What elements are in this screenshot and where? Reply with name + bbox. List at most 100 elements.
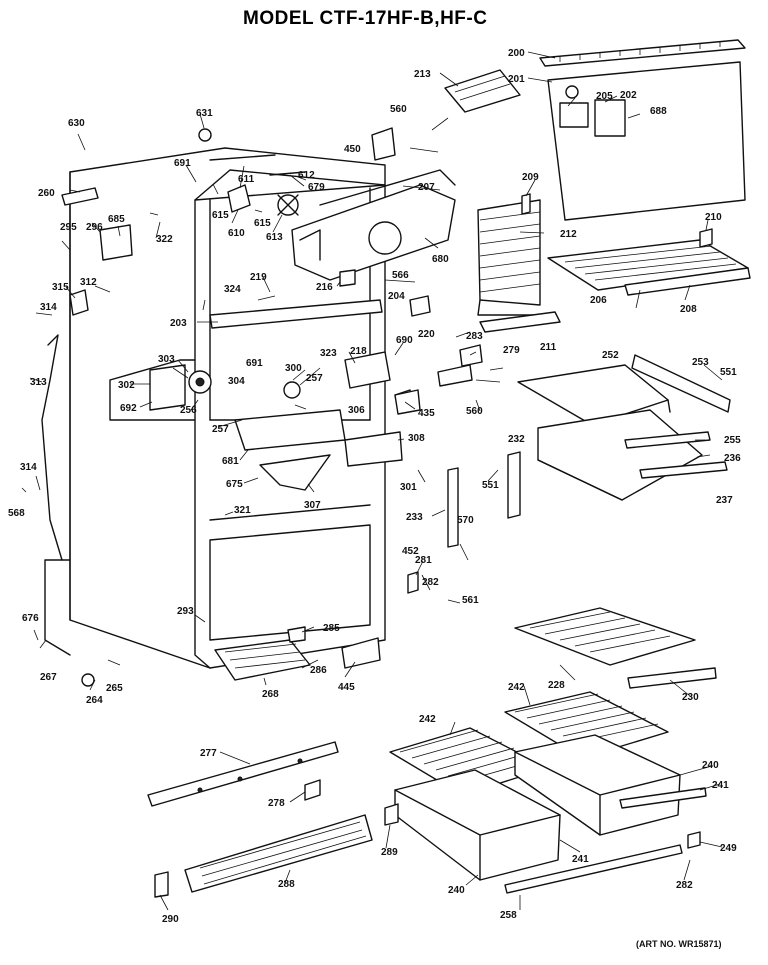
- callout-233: 233: [406, 512, 423, 523]
- callout-242-a: 242: [419, 714, 436, 725]
- callout-551-b: 551: [482, 480, 499, 491]
- callout-219: 219: [250, 272, 267, 283]
- light-shield: [444, 69, 521, 113]
- callout-200: 200: [508, 48, 525, 59]
- callout-285: 285: [323, 623, 340, 634]
- callout-675: 675: [226, 479, 243, 490]
- callout-236: 236: [724, 453, 741, 464]
- evaporator-cover-assembly: [539, 39, 746, 221]
- callout-631: 631: [196, 108, 213, 119]
- callout-313: 313: [30, 377, 47, 388]
- toe-grille: [184, 814, 373, 893]
- control-assembly: [149, 364, 403, 491]
- crisper-pan-cover: [514, 607, 717, 689]
- callout-265: 265: [106, 683, 123, 694]
- callout-445: 445: [338, 682, 355, 693]
- callout-281: 281: [415, 555, 432, 566]
- callout-314-b: 314: [20, 462, 37, 473]
- callout-257-a: 257: [306, 373, 323, 384]
- freezer-trim-strip: [209, 299, 383, 329]
- shelf-rails: [447, 451, 521, 548]
- callout-295: 295: [60, 222, 77, 233]
- callout-228: 228: [548, 680, 565, 691]
- callout-209: 209: [522, 172, 539, 183]
- drain-pan: [214, 639, 311, 681]
- callout-691-b: 691: [246, 358, 263, 369]
- callout-450: 450: [344, 144, 361, 155]
- freezer-rear-wire-panel: [477, 199, 546, 316]
- callout-258: 258: [500, 910, 517, 921]
- callout-218: 218: [350, 346, 367, 357]
- callout-312: 312: [80, 277, 97, 288]
- fan-motor-parts: [209, 154, 306, 216]
- leader-lines: [21, 51, 723, 911]
- callout-308: 308: [408, 433, 425, 444]
- callout-204: 204: [388, 291, 405, 302]
- callout-252: 252: [602, 350, 619, 361]
- callout-210: 210: [705, 212, 722, 223]
- crisper-pans: [394, 734, 681, 881]
- damper-bracket: [344, 351, 391, 389]
- callout-242-b: 242: [508, 682, 525, 693]
- fan-housing: [291, 169, 456, 281]
- callout-labels: 200 201 202 203 204 205 206 207 208 209 …: [8, 48, 741, 925]
- callout-290: 290: [162, 914, 179, 925]
- callout-253: 253: [692, 357, 709, 368]
- callout-296: 296: [86, 222, 103, 233]
- callout-323: 323: [320, 348, 337, 359]
- callout-255: 255: [724, 435, 741, 446]
- callout-207: 207: [418, 182, 435, 193]
- callout-570: 570: [457, 515, 474, 526]
- art-number: (ART NO. WR15871): [636, 939, 722, 949]
- callout-304: 304: [228, 376, 245, 387]
- callout-201: 201: [508, 74, 525, 85]
- callout-630: 630: [68, 118, 85, 129]
- callout-680: 680: [432, 254, 449, 265]
- callout-216: 216: [316, 282, 333, 293]
- callout-679: 679: [308, 182, 325, 193]
- callout-615-a: 615: [212, 210, 229, 221]
- callout-685: 685: [108, 214, 125, 225]
- callout-202: 202: [620, 90, 637, 101]
- callout-237: 237: [716, 495, 733, 506]
- callout-307: 307: [304, 500, 321, 511]
- callout-560-b: 560: [466, 406, 483, 417]
- callout-324: 324: [224, 284, 241, 295]
- callout-286: 286: [310, 665, 327, 676]
- callout-561: 561: [462, 595, 479, 606]
- callout-692: 692: [120, 403, 137, 414]
- callout-560-a: 560: [390, 104, 407, 115]
- callout-206: 206: [590, 295, 607, 306]
- callout-282-b: 282: [676, 880, 693, 891]
- callout-212: 212: [560, 229, 577, 240]
- callout-249: 249: [720, 843, 737, 854]
- callout-283: 283: [466, 331, 483, 342]
- callout-322: 322: [156, 234, 173, 245]
- callout-288: 288: [278, 879, 295, 890]
- callout-613: 613: [266, 232, 283, 243]
- callout-615-b: 615: [254, 218, 271, 229]
- crisper-rail-front: [504, 844, 683, 894]
- callout-241-b: 241: [712, 780, 729, 791]
- callout-282-a: 282: [422, 577, 439, 588]
- callout-211: 211: [540, 342, 557, 353]
- callout-230: 230: [682, 692, 699, 703]
- callout-612: 612: [298, 170, 315, 181]
- callout-289: 289: [381, 847, 398, 858]
- callout-681: 681: [222, 456, 239, 467]
- callout-203: 203: [170, 318, 187, 329]
- callout-208: 208: [680, 304, 697, 315]
- callout-213: 213: [414, 69, 431, 80]
- meat-pan: [537, 409, 728, 501]
- shelf-trim: [479, 311, 561, 333]
- callout-260: 260: [38, 188, 55, 199]
- callout-300: 300: [285, 363, 302, 374]
- callout-256: 256: [180, 405, 197, 416]
- callout-314-a: 314: [40, 302, 57, 313]
- callout-301: 301: [400, 482, 417, 493]
- callout-232: 232: [508, 434, 525, 445]
- callout-267: 267: [40, 672, 57, 683]
- callout-279: 279: [503, 345, 520, 356]
- callout-566: 566: [392, 270, 409, 281]
